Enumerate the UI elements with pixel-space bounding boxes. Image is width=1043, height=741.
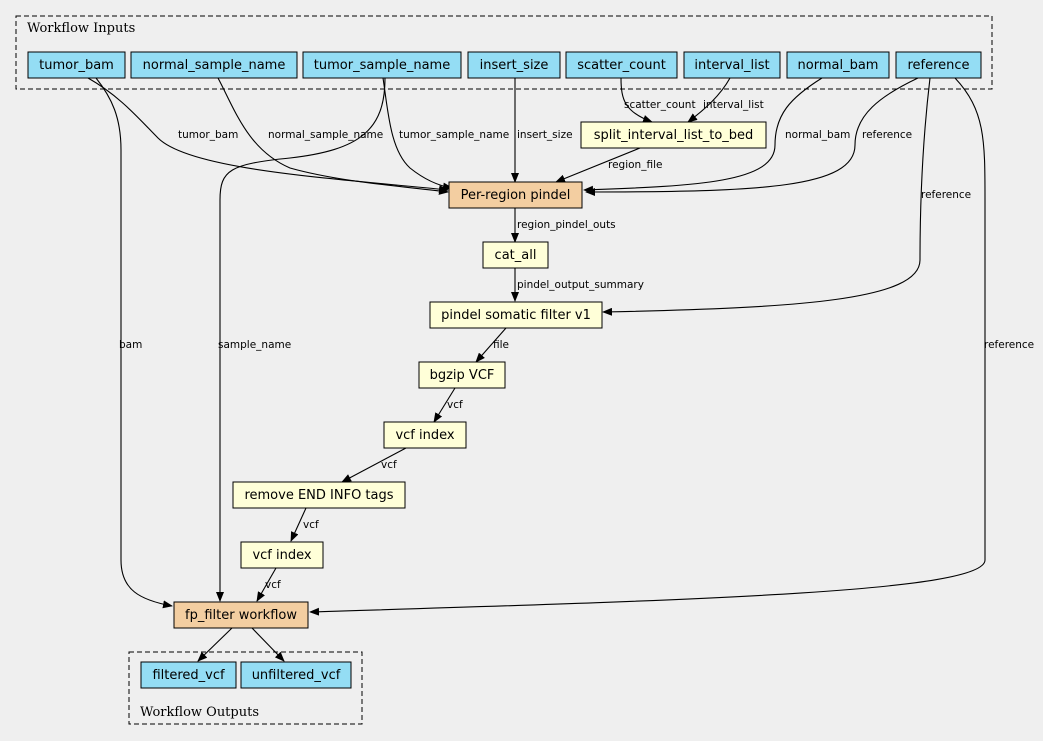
node-fp-filter-workflow-label: fp_filter workflow: [185, 608, 297, 623]
edges: [87, 77, 986, 662]
edge-normal-bam-to-pindel: [583, 77, 823, 194]
node-insert-size-label: insert_size: [480, 58, 549, 73]
node-normal-sample-name-label: normal_sample_name: [143, 58, 286, 73]
edge-interval-list-to-split: [687, 77, 731, 123]
node-scatter-count[interactable]: scatter_count: [565, 51, 678, 79]
edge-label-tumor-bam: tumor_bam: [178, 129, 238, 141]
edge-remove-to-index: [290, 507, 307, 542]
edge-label-normal-sample-name: normal_sample_name: [268, 129, 383, 141]
edge-label-reference-filter: reference: [921, 189, 971, 201]
node-scatter-count-label: scatter_count: [577, 58, 666, 73]
edge-split-to-pindel: [555, 147, 641, 183]
edge-label-bam: bam: [119, 339, 142, 351]
workflow-outputs-cluster: Workflow Outputs: [128, 651, 363, 725]
node-filtered-vcf[interactable]: filtered_vcf: [140, 661, 237, 689]
node-bgzip-vcf-label: bgzip VCF: [430, 368, 495, 383]
workflow-inputs-cluster: Workflow Inputs: [15, 15, 993, 90]
edge-scatter-count-to-split: [620, 77, 653, 123]
edge-labels: tumor_bam normal_sample_name tumor_sampl…: [119, 99, 1034, 591]
edge-tumor-sample-name-to-pindel: [382, 77, 453, 191]
edge-label-vcf-1: vcf: [447, 399, 463, 411]
edge-tumor-sample-name-to-fp: [216, 77, 386, 602]
node-cat-all[interactable]: cat_all: [482, 241, 549, 269]
edge-index-to-fp: [256, 567, 277, 602]
edge-bgzip-to-index: [433, 387, 456, 423]
edge-label-sample-name: sample_name: [218, 339, 291, 351]
node-cat-all-label: cat_all: [495, 248, 537, 263]
node-pindel-somatic-filter-label: pindel somatic filter v1: [441, 308, 591, 323]
node-unfiltered-vcf-label: unfiltered_vcf: [252, 668, 341, 683]
node-remove-end-info-tags[interactable]: remove END INFO tags: [232, 481, 406, 509]
node-unfiltered-vcf[interactable]: unfiltered_vcf: [240, 661, 352, 689]
edge-reference-to-pindel: [585, 77, 919, 196]
node-normal-bam[interactable]: normal_bam: [786, 51, 890, 79]
node-interval-list-label: interval_list: [694, 58, 769, 73]
node-tumor-bam-label: tumor_bam: [39, 58, 114, 73]
node-remove-end-info-tags-label: remove END INFO tags: [244, 488, 393, 503]
edge-filter-to-bgzip: [475, 327, 507, 363]
node-reference[interactable]: reference: [895, 51, 982, 79]
edge-tumor-bam-to-fp: [95, 77, 173, 609]
workflow-inputs-label: Workflow Inputs: [27, 21, 135, 36]
node-filtered-vcf-label: filtered_vcf: [152, 668, 225, 683]
edge-label-file: file: [493, 339, 509, 351]
edge-label-pindel-output-summary: pindel_output_summary: [517, 279, 644, 291]
edge-label-vcf-4: vcf: [265, 579, 281, 591]
node-split-interval-list-to-bed-label: split_interval_list_to_bed: [594, 128, 754, 143]
edge-label-region-pindel-outs: region_pindel_outs: [517, 219, 616, 231]
edge-reference-to-filter: [602, 77, 931, 316]
edge-label-scatter-count: scatter_count: [624, 99, 696, 111]
node-per-region-pindel-label: Per-region pindel: [461, 188, 571, 203]
node-pindel-somatic-filter[interactable]: pindel somatic filter v1: [429, 301, 603, 329]
edge-label-vcf-3: vcf: [303, 519, 319, 531]
step-nodes: split_interval_list_to_bed Per-region pi…: [173, 121, 767, 629]
edge-index-to-remove: [341, 447, 407, 483]
edge-fp-to-unfiltered-vcf: [251, 627, 285, 662]
output-nodes: filtered_vcf unfiltered_vcf: [140, 661, 352, 689]
edge-fp-to-filtered-vcf: [197, 627, 233, 662]
edge-label-region-file: region_file: [608, 159, 662, 171]
node-normal-bam-label: normal_bam: [798, 58, 879, 73]
node-vcf-index-1[interactable]: vcf index: [383, 421, 467, 449]
input-nodes: tumor_bam normal_sample_name tumor_sampl…: [27, 51, 982, 79]
edge-label-vcf-2: vcf: [381, 459, 397, 471]
node-tumor-bam[interactable]: tumor_bam: [27, 51, 126, 79]
edge-reference-to-fp: [309, 77, 986, 616]
edge-label-insert-size: insert_size: [517, 129, 573, 141]
node-vcf-index-1-label: vcf index: [395, 428, 454, 443]
node-vcf-index-2-label: vcf index: [252, 548, 311, 563]
node-insert-size[interactable]: insert_size: [467, 51, 561, 79]
node-per-region-pindel[interactable]: Per-region pindel: [448, 181, 583, 209]
edge-label-interval-list: interval_list: [703, 99, 764, 111]
node-fp-filter-workflow[interactable]: fp_filter workflow: [173, 601, 309, 629]
node-tumor-sample-name-label: tumor_sample_name: [314, 58, 450, 73]
node-normal-sample-name[interactable]: normal_sample_name: [130, 51, 298, 79]
node-reference-label: reference: [907, 58, 969, 73]
edge-label-normal-bam: normal_bam: [785, 129, 850, 141]
node-split-interval-list-to-bed[interactable]: split_interval_list_to_bed: [580, 121, 767, 149]
node-interval-list[interactable]: interval_list: [683, 51, 781, 79]
node-vcf-index-2[interactable]: vcf index: [240, 541, 324, 569]
workflow-outputs-label: Workflow Outputs: [140, 705, 259, 720]
edge-normal-sample-name-to-pindel: [217, 77, 449, 195]
node-tumor-sample-name[interactable]: tumor_sample_name: [302, 51, 462, 79]
edge-label-tumor-sample-name: tumor_sample_name: [399, 129, 509, 141]
edge-label-reference-pindel: reference: [862, 129, 912, 141]
node-bgzip-vcf[interactable]: bgzip VCF: [418, 361, 506, 389]
edge-label-reference-fp: reference: [984, 339, 1034, 351]
